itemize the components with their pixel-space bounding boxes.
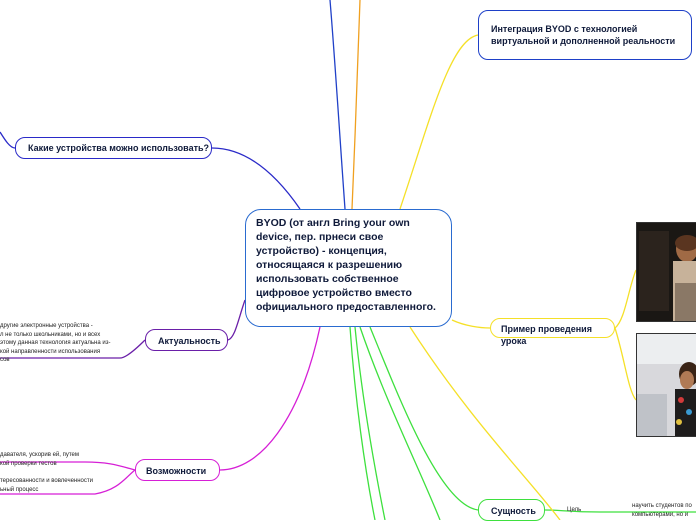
topic-opportunities[interactable]: Возможности (135, 459, 220, 481)
topic-devices[interactable]: Какие устройства можно использовать? (15, 137, 212, 159)
essence-goal-text-1: научить студентов по (632, 503, 692, 509)
line-integration (399, 34, 479, 210)
opp-note-3: тересованности и вовлеченности (0, 478, 93, 484)
topic-integration[interactable]: Интеграция BYOD с технологией виртуально… (478, 10, 692, 60)
lesson-photo-1-art (637, 223, 696, 321)
central-node[interactable]: BYOD (от англ Bring your own device, пер… (245, 209, 452, 327)
line-lesson-photo1 (614, 269, 637, 329)
opportunities-notes-top: давателя, ускорив ей, путем кой проверки… (0, 451, 79, 468)
line-opp-1 (0, 461, 136, 471)
relevance-notes: другие электронные устройства - л не тол… (0, 322, 110, 365)
relevance-note-4: кой направленности использования (0, 348, 101, 355)
topic-integration-label: Интеграция BYOD с технологией виртуально… (491, 24, 676, 46)
line-down-green1 (354, 326, 386, 520)
central-text: BYOD (от англ Bring your own device, пер… (256, 217, 436, 313)
line-down-green2 (359, 326, 441, 520)
topic-essence-label: Сущность (491, 506, 536, 516)
line-top-blue (329, 0, 346, 210)
topic-opportunities-label: Возможности (146, 466, 207, 476)
topic-relevance[interactable]: Актуальность (145, 329, 228, 351)
line-essence-goal (544, 509, 696, 513)
line-devices-left (0, 131, 16, 149)
lesson-photo-1 (636, 222, 696, 322)
line-lesson (451, 319, 491, 329)
essence-goal-label: Цель (567, 507, 582, 513)
line-relevance-notes (0, 339, 146, 359)
opp-note-2: кой проверки тестов (0, 460, 57, 467)
line-opp-2 (0, 469, 136, 495)
opp-note-1: давателя, ускорив ей, путем (0, 452, 79, 458)
essence-goal-text: научить студентов по компьютерами, но и (632, 502, 692, 519)
topic-lesson-label: Пример проведения урока (501, 324, 592, 346)
topic-devices-label: Какие устройства можно использовать? (28, 143, 210, 153)
line-relevance (227, 299, 246, 341)
relevance-note-5: сов (0, 357, 10, 363)
lesson-photo-2 (636, 333, 696, 437)
line-down-yellow (409, 326, 561, 520)
opp-note-4: ьный процесс (0, 486, 39, 493)
relevance-note-1: другие электронные устройства - (0, 323, 93, 329)
relevance-note-2: л не только школьниками, но и всех (0, 331, 101, 338)
line-essence (369, 326, 479, 511)
essence-goal-text-2: компьютерами, но и (632, 511, 689, 518)
topic-lesson-example[interactable]: Пример проведения урока (490, 318, 615, 346)
lesson-photo-2-art (637, 334, 696, 436)
opportunities-notes-bottom: тересованности и вовлеченности ьный проц… (0, 477, 93, 494)
topic-essence[interactable]: Сущность (478, 499, 545, 521)
topic-relevance-label: Актуальность (158, 336, 221, 346)
line-opportunities (219, 326, 321, 471)
line-devices (211, 147, 301, 210)
line-top-orange (351, 0, 361, 210)
line-lesson-photo2 (614, 327, 637, 401)
line-down-green3 (349, 326, 376, 520)
relevance-note-3: этому данная технология актуальна из- (0, 340, 111, 346)
